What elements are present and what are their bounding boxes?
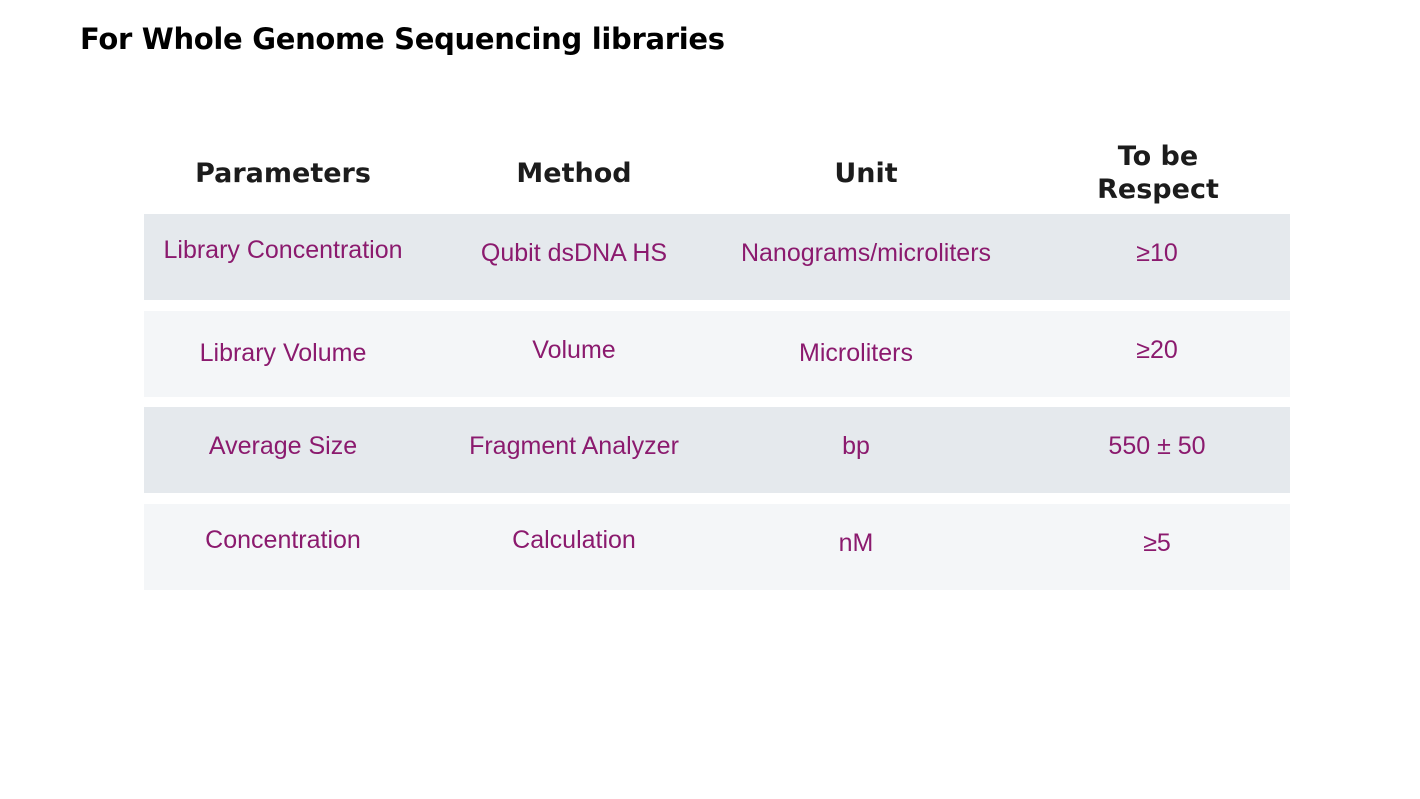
cell-method: Volume	[532, 336, 616, 364]
cell-method: Calculation	[512, 526, 636, 554]
cell-parameter: Average Size	[208, 432, 358, 460]
cell-respect: 550 ± 50	[1108, 432, 1206, 460]
cell-respect: ≥20	[1136, 336, 1178, 364]
cell-parameter: Library Concentration	[163, 236, 403, 264]
header-to-be-respect: To be Respect	[1097, 141, 1219, 205]
table-row: Library Volume Volume Microliters ≥20	[144, 311, 1290, 397]
cell-method: Qubit dsDNA HS	[480, 239, 668, 267]
table-row: Average Size Fragment Analyzer bp 550 ± …	[144, 407, 1290, 493]
cell-unit: Microliters	[799, 339, 913, 367]
cell-parameter: Concentration	[205, 526, 361, 554]
table-row: Concentration Calculation nM ≥5	[144, 504, 1290, 590]
cell-unit: bp	[842, 432, 870, 460]
header-method: Method	[516, 157, 632, 189]
cell-method: Fragment Analyzer	[469, 432, 679, 460]
page-title: For Whole Genome Sequencing libraries	[80, 22, 725, 56]
header-unit: Unit	[834, 157, 898, 189]
cell-unit: Nanograms/microliters	[740, 239, 992, 267]
cell-respect: ≥10	[1136, 239, 1178, 267]
cell-unit: nM	[838, 529, 874, 557]
cell-respect: ≥5	[1143, 529, 1171, 557]
cell-parameter: Library Volume	[199, 339, 367, 367]
table-row: Library Concentration Qubit dsDNA HS Nan…	[144, 214, 1290, 300]
header-parameters: Parameters	[195, 157, 371, 189]
